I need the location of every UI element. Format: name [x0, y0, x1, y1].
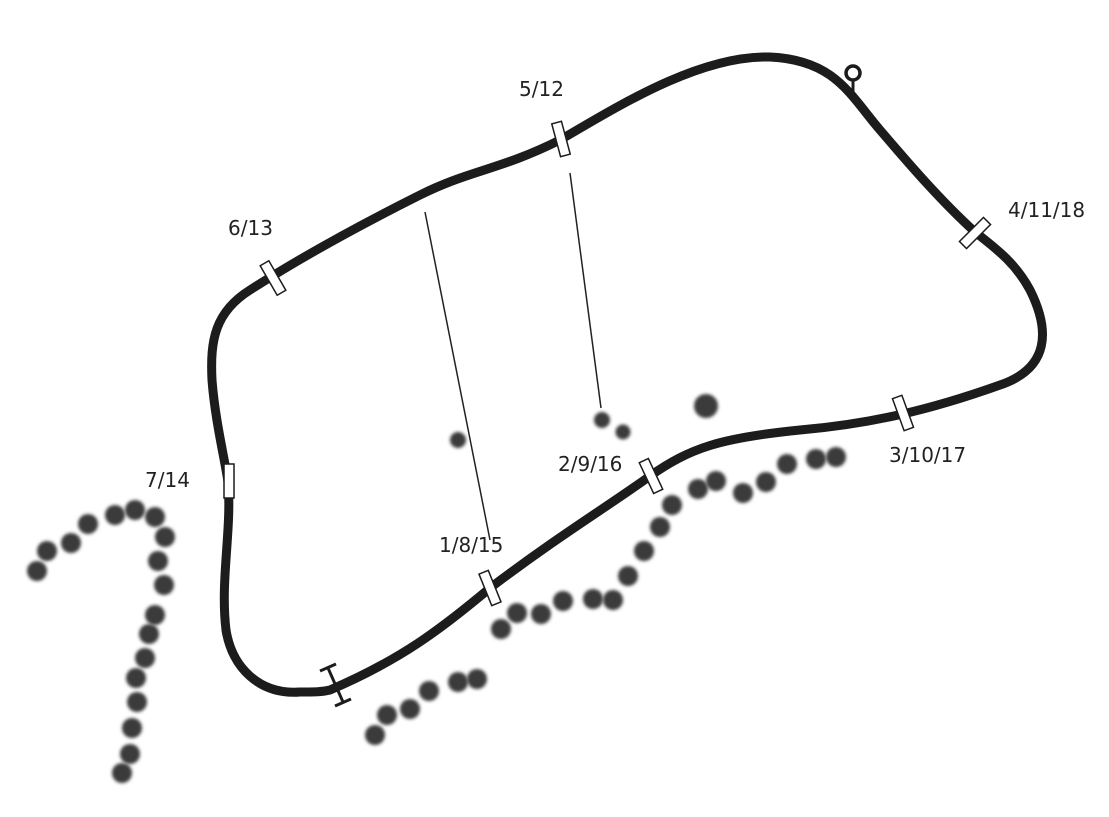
sector-marker-3: [891, 394, 915, 432]
sector-label: 4/11/18: [1008, 198, 1085, 222]
point-marker: [594, 412, 610, 428]
tree-icon: [120, 744, 140, 764]
point-marker: [615, 424, 631, 440]
sector-label: 2/9/16: [558, 452, 622, 476]
tree-icon: [448, 672, 468, 692]
tree-icon: [662, 495, 682, 515]
sector-label: 7/14: [145, 468, 190, 492]
sector-marker-4: [958, 216, 992, 250]
start-finish-line-icon: [319, 662, 352, 708]
sector-marker-5: [550, 120, 572, 158]
tree-icon: [553, 591, 573, 611]
tree-icon: [467, 669, 487, 689]
tree-icon: [112, 763, 132, 783]
sector-label: 6/13: [228, 216, 273, 240]
tree-icon: [126, 668, 146, 688]
tree-icon: [507, 603, 527, 623]
tree-icon: [618, 566, 638, 586]
track-outline: [207, 52, 1047, 697]
tree-icon: [400, 699, 420, 719]
sector-marker-6: [259, 259, 287, 297]
tree-icon: [37, 541, 57, 561]
sector-marker-7: [223, 463, 235, 499]
tree-icon: [706, 471, 726, 491]
tree-icon: [650, 517, 670, 537]
location-pin-icon: [844, 64, 862, 96]
point-marker: [450, 432, 466, 448]
sector-label: 3/10/17: [889, 443, 966, 467]
tree-icon: [61, 533, 81, 553]
tree-icon: [122, 718, 142, 738]
tree-icon: [583, 589, 603, 609]
tree-icon: [634, 541, 654, 561]
tree-icon: [154, 575, 174, 595]
tree-icon: [603, 590, 623, 610]
tree-icon: [135, 648, 155, 668]
tree-icon: [105, 505, 125, 525]
tree-line: [27, 447, 846, 783]
tree-icon: [733, 483, 753, 503]
tree-icon: [139, 624, 159, 644]
sector-marker-2: [638, 457, 664, 495]
pointer-line: [424, 211, 491, 541]
tree-icon: [826, 447, 846, 467]
tree-icon: [531, 604, 551, 624]
point-marker: [694, 394, 718, 418]
tree-icon: [148, 551, 168, 571]
tree-icon: [756, 472, 776, 492]
sector-marker-1: [478, 569, 502, 607]
tree-icon: [27, 561, 47, 581]
tree-icon: [777, 454, 797, 474]
tree-icon: [377, 705, 397, 725]
pointer-line: [569, 172, 602, 409]
sector-label: 5/12: [519, 77, 564, 101]
tree-icon: [145, 507, 165, 527]
tree-icon: [125, 500, 145, 520]
tree-icon: [419, 681, 439, 701]
tree-icon: [806, 449, 826, 469]
tree-icon: [155, 527, 175, 547]
tree-icon: [145, 605, 165, 625]
tree-icon: [127, 692, 147, 712]
tree-icon: [491, 619, 511, 639]
tree-icon: [688, 479, 708, 499]
sector-label: 1/8/15: [439, 533, 503, 557]
tree-icon: [78, 514, 98, 534]
tree-icon: [365, 725, 385, 745]
